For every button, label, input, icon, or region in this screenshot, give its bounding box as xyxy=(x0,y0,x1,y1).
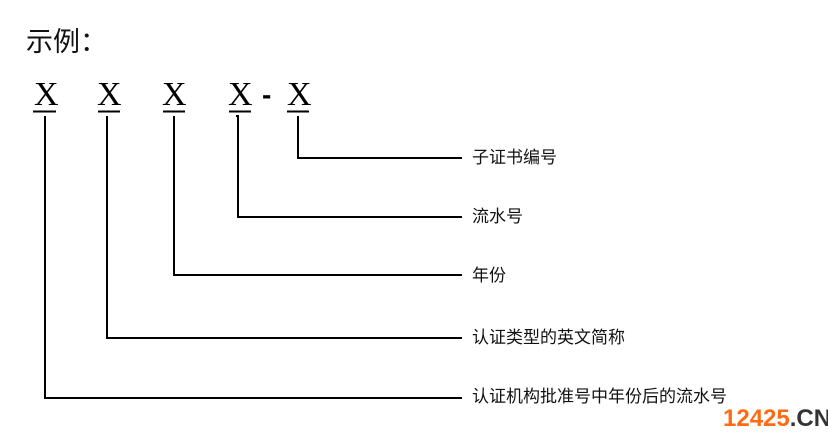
connector-4 xyxy=(236,115,462,218)
code-char-2: X xyxy=(97,76,122,113)
label-agency-serial: 认证机构批准号中年份后的流水号 xyxy=(472,387,727,407)
label-year: 年份 xyxy=(472,266,506,286)
code-char-5: X xyxy=(287,76,312,113)
connector-1 xyxy=(44,116,462,399)
connector-5 xyxy=(297,116,462,159)
example-title: 示例： xyxy=(26,27,107,58)
label-cert-type-abbr: 认证类型的英文简称 xyxy=(472,328,625,348)
connector-3 xyxy=(173,116,462,276)
code-char-1: X xyxy=(34,76,59,113)
label-serial-number: 流水号 xyxy=(472,207,523,227)
label-sub-certificate-number: 子证书编号 xyxy=(472,148,557,168)
watermark-logo: 12425.CN xyxy=(723,405,828,432)
code-char-4: X xyxy=(228,76,253,113)
code-char-3: X xyxy=(162,76,187,113)
connector-2 xyxy=(106,116,462,339)
code-separator: - xyxy=(262,79,272,110)
